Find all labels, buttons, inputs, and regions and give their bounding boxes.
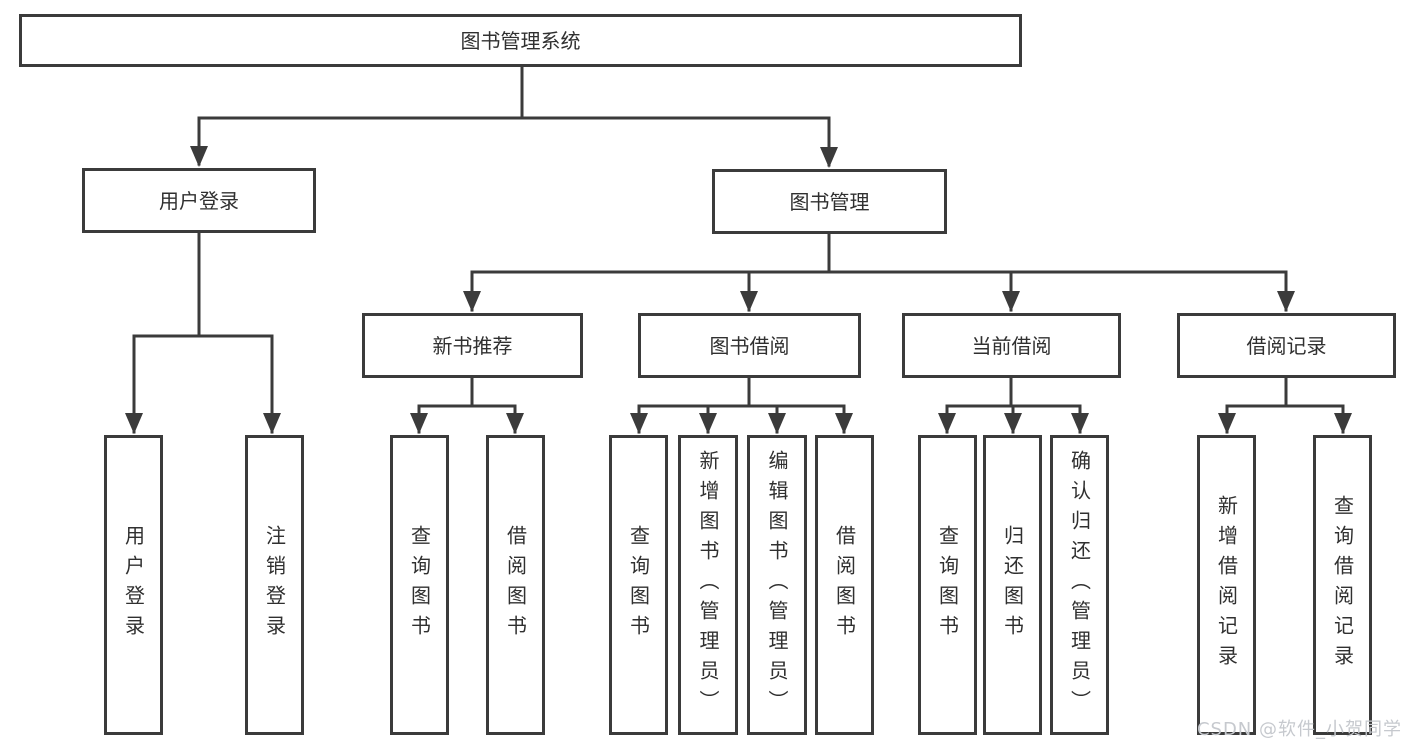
leaf-label: 新增借阅记录 [1214, 495, 1239, 675]
connector-borrow-records-to-leaves [1218, 376, 1352, 434]
leaf-logout: 注销登录 [245, 435, 304, 735]
node-label: 图书借阅 [709, 333, 790, 358]
node-borrowing-records: 借阅记录 [1177, 313, 1396, 378]
arrowhead-icon [463, 291, 481, 312]
arrowhead-icon [1218, 413, 1236, 434]
leaf-return-books: 归还图书 [983, 435, 1042, 735]
leaf-label: 借阅图书 [503, 525, 528, 645]
leaf-confirm-return-admin: 确认归还（管理员） [1050, 435, 1109, 735]
arrowhead-icon [820, 147, 838, 168]
leaf-borrow-books-2: 借阅图书 [815, 435, 874, 735]
node-book-borrowing: 图书借阅 [638, 313, 861, 378]
leaf-label: 确认归还（管理员） [1067, 450, 1092, 720]
arrowhead-icon [835, 413, 853, 434]
arrowhead-icon [1002, 291, 1020, 312]
leaf-label: 查询图书 [935, 525, 960, 645]
arrowhead-icon [699, 413, 717, 434]
leaf-label: 查询图书 [626, 525, 651, 645]
connector-current-borrow-to-leaves [938, 376, 1089, 434]
arrowhead-icon [125, 413, 143, 434]
node-label: 用户登录 [159, 188, 239, 213]
leaf-query-borrow-record: 查询借阅记录 [1313, 435, 1372, 735]
arrowhead-icon [768, 413, 786, 434]
csdn-watermark: CSDN @软件_小贺同学 [1196, 719, 1402, 740]
arrowhead-icon [1277, 291, 1295, 312]
leaf-label: 查询图书 [407, 525, 432, 645]
leaf-label: 查询借阅记录 [1330, 495, 1355, 675]
node-label: 借阅记录 [1246, 333, 1327, 358]
arrowhead-icon [740, 291, 758, 312]
node-current-borrowing: 当前借阅 [902, 313, 1121, 378]
arrowhead-icon [506, 413, 524, 434]
leaf-user-login: 用户登录 [104, 435, 163, 735]
node-book-management: 图书管理 [712, 169, 947, 234]
leaf-query-books-2: 查询图书 [609, 435, 668, 735]
leaf-label: 编辑图书（管理员） [765, 450, 789, 720]
leaf-label: 借阅图书 [832, 525, 857, 645]
node-root-system: 图书管理系统 [19, 14, 1022, 67]
node-label: 图书管理 [789, 189, 870, 214]
node-label: 图书管理系统 [460, 28, 581, 53]
leaf-label: 归还图书 [1000, 525, 1025, 645]
arrowhead-icon [938, 413, 956, 434]
arrowhead-icon [190, 146, 208, 167]
node-new-book-recommendation: 新书推荐 [362, 313, 583, 378]
leaf-query-books-3: 查询图书 [918, 435, 977, 735]
leaf-label: 用户登录 [121, 525, 146, 645]
node-label: 新书推荐 [432, 333, 513, 358]
connector-root-to-level2 [190, 65, 838, 168]
connector-user-login-to-leaves [125, 231, 281, 434]
connector-book-mgmt-to-level3 [463, 232, 1295, 312]
leaf-borrow-books-1: 借阅图书 [486, 435, 545, 735]
arrowhead-icon [1071, 413, 1089, 434]
connector-new-book-to-leaves [410, 376, 524, 434]
leaf-label: 注销登录 [262, 525, 287, 645]
node-label: 当前借阅 [971, 333, 1052, 358]
arrowhead-icon [410, 413, 428, 434]
arrowhead-icon [263, 413, 281, 434]
arrowhead-icon [630, 413, 648, 434]
node-user-login: 用户登录 [82, 168, 316, 233]
leaf-add-borrow-record: 新增借阅记录 [1197, 435, 1256, 735]
leaf-label: 新增图书（管理员） [696, 450, 720, 720]
arrowhead-icon [1334, 413, 1352, 434]
arrowhead-icon [1004, 413, 1022, 434]
leaf-add-books-admin: 新增图书（管理员） [678, 435, 738, 735]
connector-book-borrow-to-leaves [630, 376, 853, 434]
leaf-edit-books-admin: 编辑图书（管理员） [747, 435, 807, 735]
leaf-query-books-1: 查询图书 [390, 435, 449, 735]
